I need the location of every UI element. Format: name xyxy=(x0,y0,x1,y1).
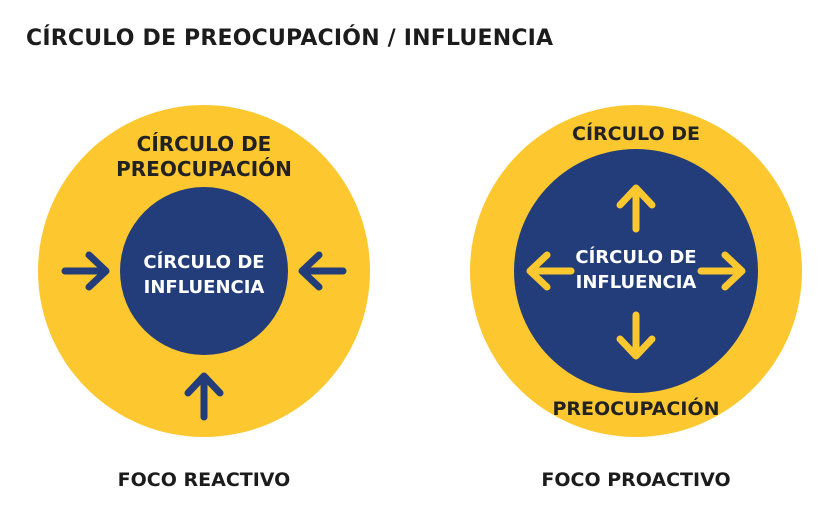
proactive-outer-label-top: CÍRCULO DE xyxy=(572,122,700,145)
reactive-diagram: CÍRCULO DE PREOCUPACIÓN CÍRCULO DE INFLU… xyxy=(38,105,370,437)
proactive-caption: FOCO PROACTIVO xyxy=(541,469,730,491)
circle-of-influence xyxy=(120,187,288,355)
reactive-outer-label-line2: PREOCUPACIÓN xyxy=(116,157,292,181)
proactive-inner-label-line2: INFLUENCIA xyxy=(576,272,697,293)
page-title: CÍRCULO DE PREOCUPACIÓN / INFLUENCIA xyxy=(26,26,554,51)
reactive-inner-label-line1: CÍRCULO DE xyxy=(143,251,264,273)
circle-of-influence xyxy=(514,149,758,393)
reactive-inner-label-line2: INFLUENCIA xyxy=(144,277,265,298)
reactive-caption: FOCO REACTIVO xyxy=(118,469,291,491)
proactive-inner-label-line1: CÍRCULO DE xyxy=(575,246,696,268)
proactive-diagram: CÍRCULO DE PREOCUPACIÓN CÍRCULO DE INFLU… xyxy=(470,105,802,437)
reactive-outer-label-line1: CÍRCULO DE xyxy=(137,132,272,156)
proactive-outer-label-bottom: PREOCUPACIÓN xyxy=(552,396,719,420)
